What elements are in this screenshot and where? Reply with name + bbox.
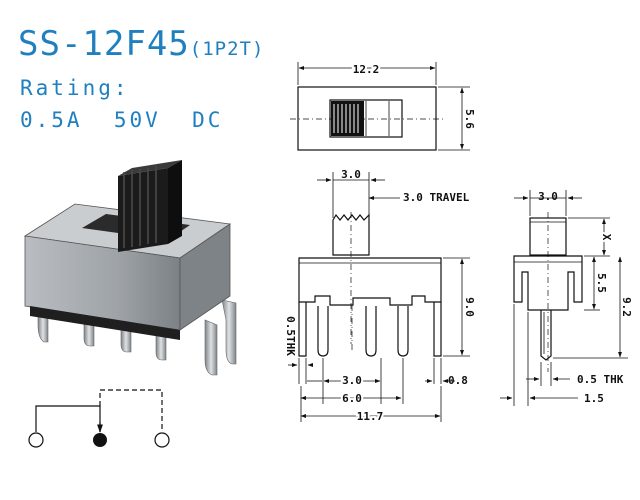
dim-side-total: 9.2 (620, 297, 633, 317)
model-number: SS-12F45 (18, 24, 190, 64)
dim-front-height: 9.0 (463, 297, 476, 317)
terminal-open-left (28, 432, 44, 448)
pole-config: (1P2T) (189, 38, 265, 60)
side-view-body (513, 255, 583, 311)
dim-front-knob: 3.0 (341, 168, 361, 181)
dim-side-knob: 3.0 (538, 190, 558, 203)
schematic-dashed-link (99, 389, 163, 432)
front-view-body (298, 257, 442, 306)
dim-pin-end: 0.8 (448, 374, 468, 387)
side-view-knob (529, 217, 567, 256)
front-view-pins (298, 302, 442, 357)
dim-top-width: 12.2 (353, 63, 380, 76)
terminal-open-right (154, 432, 170, 448)
switch-3d-render (23, 160, 237, 376)
top-view-drawing: 12.2 5.6 (290, 61, 478, 151)
dim-side-leg: 1.5 (584, 392, 604, 405)
rating-label: Rating: (20, 76, 130, 100)
dim-total-width: 11.7 (357, 410, 384, 423)
dim-side-x: X (600, 234, 613, 241)
dim-pin-pitch: 3.0 (342, 374, 362, 387)
dim-side-pin-thk: 0.5 THK (577, 373, 624, 386)
front-view-drawing: 3.0 3.0 TRAVEL 9.0 0.5THK (284, 168, 478, 425)
dim-travel: 3.0 TRAVEL (403, 191, 470, 204)
dim-pin-thickness: 0.5THK (284, 316, 297, 356)
dim-top-height: 5.6 (463, 109, 476, 129)
top-view-knob (331, 101, 364, 136)
side-view-drawing: 3.0 X 5.5 9.2 0.5 THK 1.5 (500, 190, 635, 406)
schematic-solid-link (35, 405, 101, 432)
dim-side-body: 5.5 (595, 273, 608, 293)
switch-body-side (179, 223, 231, 331)
front-view-knob (332, 213, 370, 256)
top-view-outline (297, 86, 437, 151)
side-view-pin (540, 310, 552, 361)
product-title: SS-12F45(1P2T) (18, 24, 264, 64)
switch-knob (118, 160, 182, 252)
dim-outer-pin-span: 6.0 (342, 392, 362, 405)
terminal-common (93, 433, 107, 447)
schematic-1p2t (28, 389, 170, 448)
rating-value: 0.5A 50V DC (20, 108, 224, 132)
